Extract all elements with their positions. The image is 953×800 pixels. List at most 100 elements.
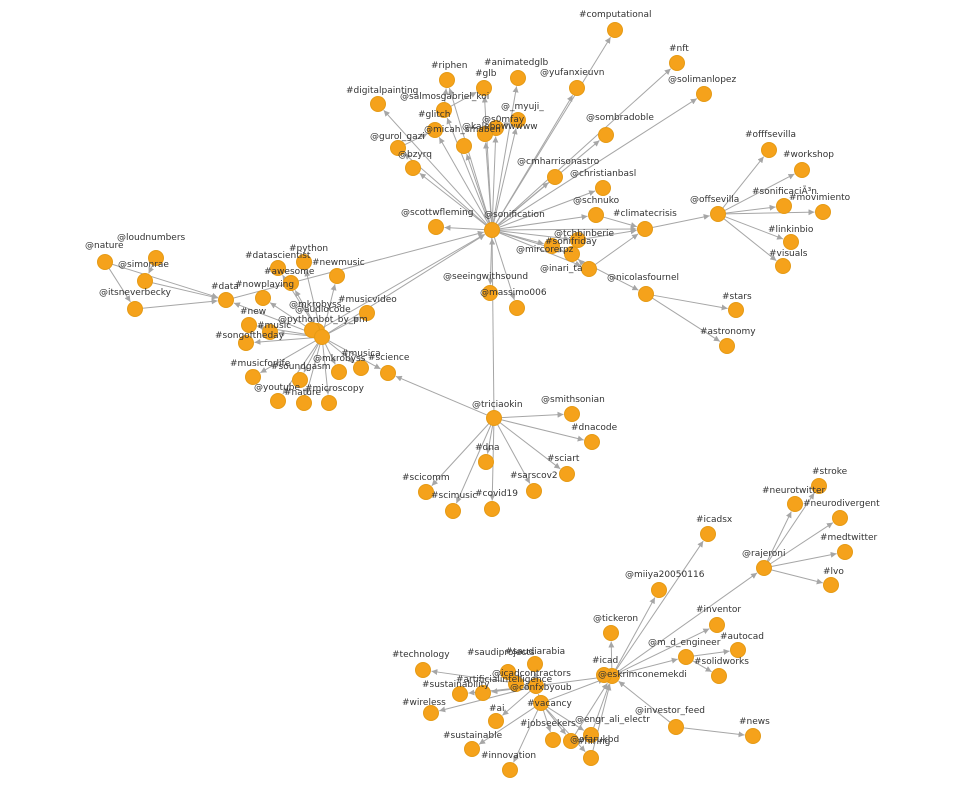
graph-node[interactable] — [545, 732, 561, 748]
graph-node[interactable] — [456, 138, 472, 154]
graph-node[interactable] — [787, 496, 803, 512]
graph-node[interactable] — [815, 204, 831, 220]
graph-node[interactable] — [678, 649, 694, 665]
graph-node[interactable] — [445, 503, 461, 519]
graph-node[interactable] — [390, 140, 406, 156]
graph-node[interactable] — [255, 290, 271, 306]
graph-node[interactable] — [728, 302, 744, 318]
graph-node[interactable] — [477, 126, 493, 142]
graph-node[interactable] — [428, 219, 444, 235]
graph-node[interactable] — [509, 300, 525, 316]
graph-node[interactable] — [500, 664, 516, 680]
graph-node[interactable] — [97, 254, 113, 270]
graph-node[interactable] — [296, 395, 312, 411]
graph-node[interactable] — [544, 238, 560, 254]
graph-node[interactable] — [127, 301, 143, 317]
graph-node[interactable] — [423, 705, 439, 721]
graph-node[interactable] — [508, 676, 524, 692]
graph-node[interactable] — [510, 112, 526, 128]
graph-node[interactable] — [137, 273, 153, 289]
graph-node[interactable] — [711, 668, 727, 684]
graph-node[interactable] — [482, 285, 498, 301]
graph-node[interactable] — [436, 102, 452, 118]
graph-node[interactable] — [528, 678, 544, 694]
graph-node[interactable] — [488, 713, 504, 729]
graph-node[interactable] — [526, 483, 542, 499]
graph-node[interactable] — [359, 305, 375, 321]
graph-node[interactable] — [837, 544, 853, 560]
graph-node[interactable] — [418, 484, 434, 500]
graph-node[interactable] — [262, 324, 278, 340]
graph-node[interactable] — [794, 162, 810, 178]
graph-node[interactable] — [321, 395, 337, 411]
graph-node[interactable] — [637, 221, 653, 237]
graph-node[interactable] — [761, 142, 777, 158]
graph-node[interactable] — [245, 369, 261, 385]
graph-node[interactable] — [823, 577, 839, 593]
graph-node[interactable] — [380, 365, 396, 381]
graph-node[interactable] — [510, 70, 526, 86]
graph-node[interactable] — [607, 22, 623, 38]
graph-node[interactable] — [638, 286, 654, 302]
graph-node[interactable] — [329, 268, 345, 284]
graph-node[interactable] — [427, 122, 443, 138]
graph-node[interactable] — [502, 762, 518, 778]
graph-node[interactable] — [564, 406, 580, 422]
graph-node[interactable] — [598, 127, 614, 143]
graph-node[interactable] — [588, 207, 604, 223]
graph-node[interactable] — [730, 642, 746, 658]
graph-node[interactable] — [292, 372, 308, 388]
graph-node[interactable] — [218, 292, 234, 308]
graph-node[interactable] — [238, 335, 254, 351]
graph-node[interactable] — [570, 232, 586, 248]
graph-node[interactable] — [484, 501, 500, 517]
graph-node[interactable] — [331, 364, 347, 380]
graph-node[interactable] — [464, 741, 480, 757]
graph-node[interactable] — [353, 360, 369, 376]
graph-node[interactable] — [476, 80, 492, 96]
graph-node[interactable] — [832, 510, 848, 526]
graph-node[interactable] — [486, 410, 502, 426]
graph-node[interactable] — [696, 86, 712, 102]
graph-node[interactable] — [563, 733, 579, 749]
graph-node[interactable] — [603, 625, 619, 641]
graph-node[interactable] — [584, 434, 600, 450]
graph-node[interactable] — [719, 338, 735, 354]
graph-node[interactable] — [710, 206, 726, 222]
graph-node[interactable] — [700, 526, 716, 542]
graph-node[interactable] — [559, 466, 575, 482]
graph-node[interactable] — [756, 560, 772, 576]
graph-node[interactable] — [296, 254, 312, 270]
graph-node[interactable] — [478, 454, 494, 470]
graph-node[interactable] — [709, 617, 725, 633]
graph-node[interactable] — [370, 96, 386, 112]
graph-node[interactable] — [569, 80, 585, 96]
graph-node[interactable] — [745, 728, 761, 744]
graph-node[interactable] — [527, 656, 543, 672]
graph-node[interactable] — [533, 695, 549, 711]
graph-node[interactable] — [583, 727, 599, 743]
graph-node[interactable] — [651, 582, 667, 598]
graph-node[interactable] — [669, 55, 685, 71]
graph-node[interactable] — [595, 180, 611, 196]
graph-node[interactable] — [596, 667, 612, 683]
graph-node[interactable] — [314, 329, 330, 345]
graph-node[interactable] — [564, 246, 580, 262]
graph-node[interactable] — [148, 250, 164, 266]
graph-node[interactable] — [783, 234, 799, 250]
graph-node[interactable] — [270, 393, 286, 409]
graph-node[interactable] — [283, 275, 299, 291]
graph-node[interactable] — [775, 258, 791, 274]
graph-node[interactable] — [415, 662, 431, 678]
graph-node[interactable] — [668, 719, 684, 735]
graph-node[interactable] — [581, 261, 597, 277]
graph-node[interactable] — [270, 260, 286, 276]
graph-node[interactable] — [439, 72, 455, 88]
graph-node[interactable] — [547, 169, 563, 185]
graph-node[interactable] — [241, 317, 257, 333]
graph-node[interactable] — [405, 160, 421, 176]
graph-node[interactable] — [776, 198, 792, 214]
graph-node[interactable] — [475, 685, 491, 701]
graph-node[interactable] — [811, 478, 827, 494]
graph-node[interactable] — [484, 222, 500, 238]
